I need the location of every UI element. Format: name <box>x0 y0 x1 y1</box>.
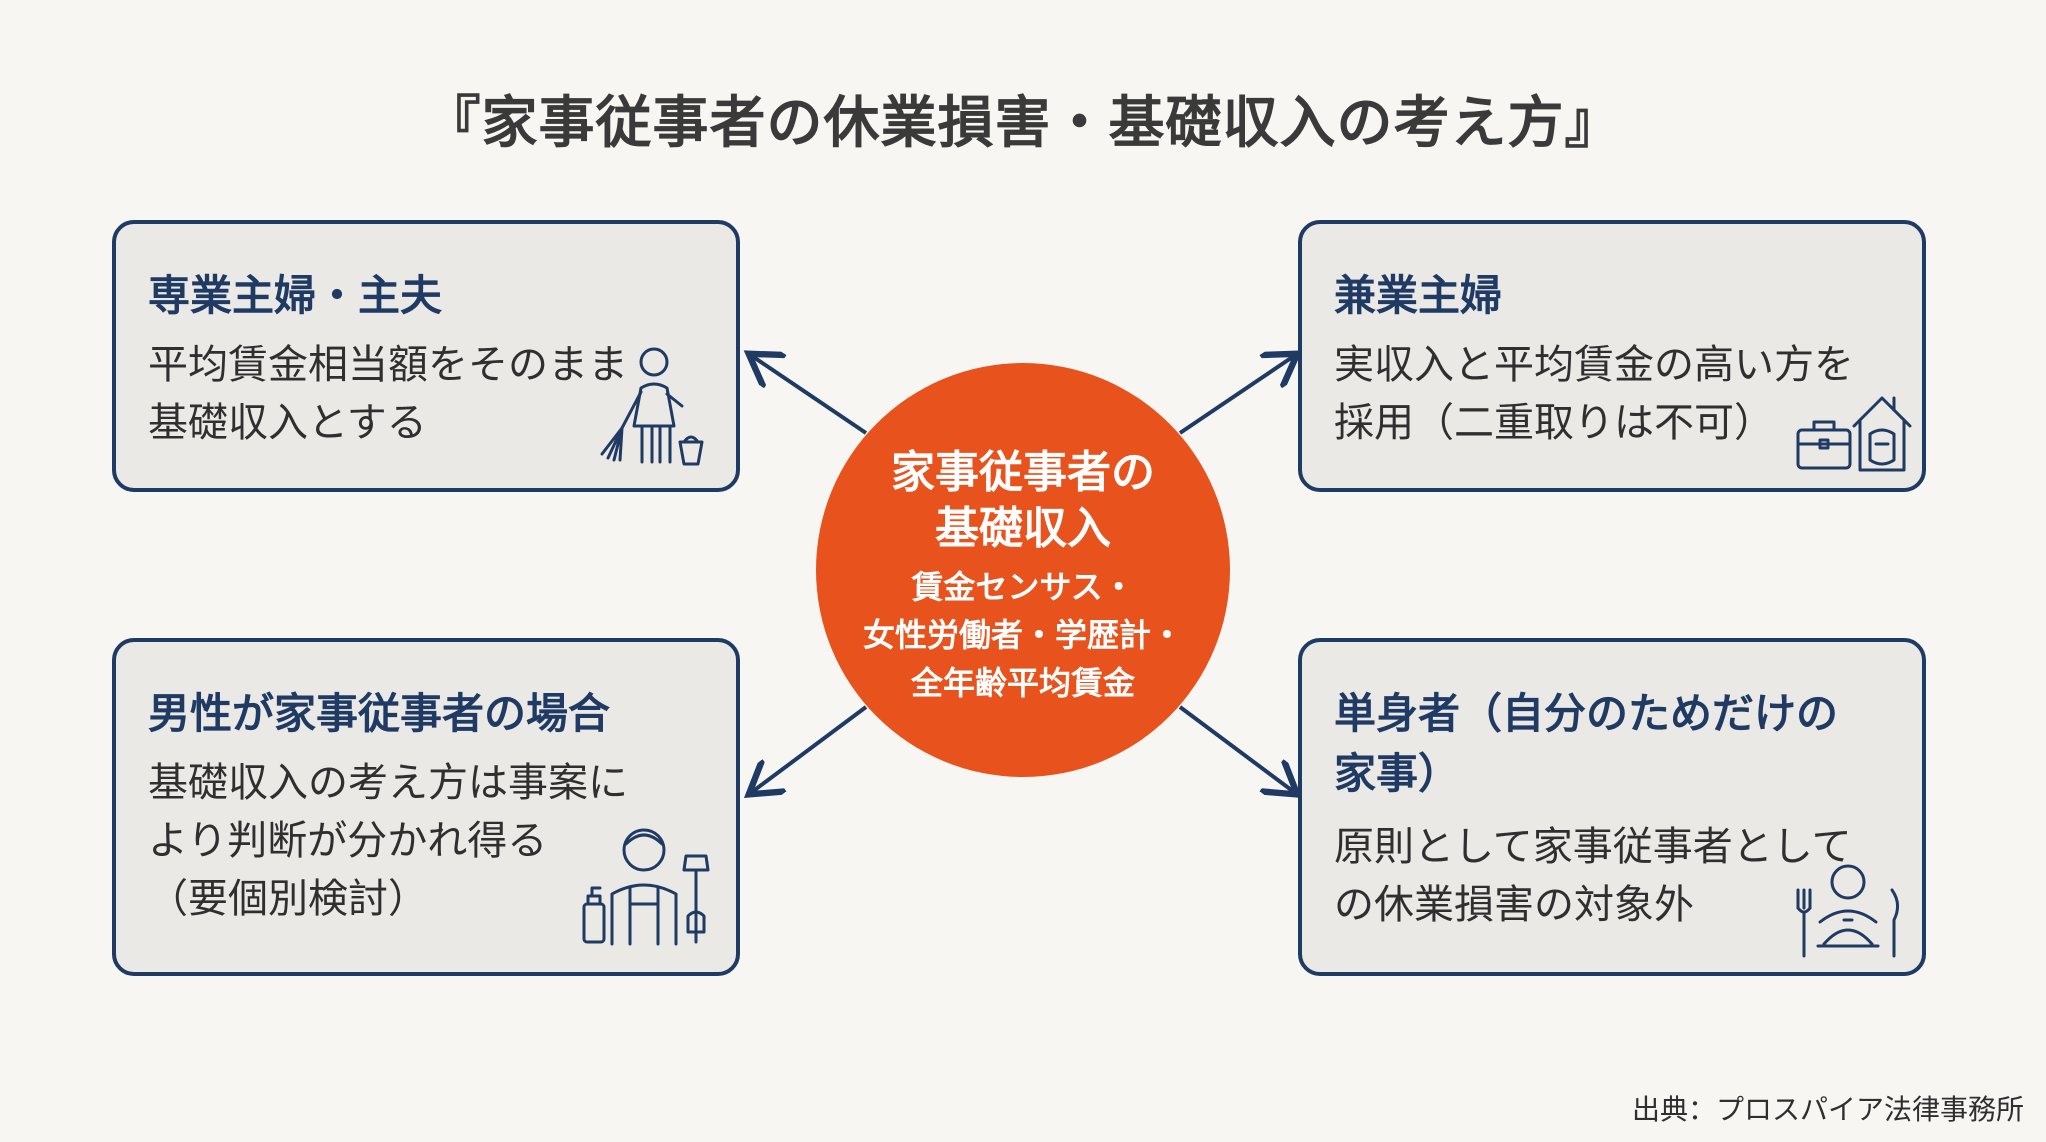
arrow-bottom-right <box>1178 705 1294 792</box>
briefcase-house-icon <box>1796 396 1912 472</box>
center-sub-line: 全年齢平均賃金 <box>910 664 1135 702</box>
box-body: 実収入と平均賃金の高い方を 採用（二重取りは不可） <box>1334 336 1854 452</box>
center-title: 家事従事者の 基礎収入 <box>816 445 1230 557</box>
box-body-line: 基礎収入の考え方は事案に <box>148 760 628 806</box>
person-meal-icon <box>1796 864 1899 958</box>
box-title: 単身者（自分のためだけの 家事） <box>1334 684 1838 804</box>
center-title-line: 家事従事者の <box>891 447 1155 498</box>
box-working-homemaker: 兼業主婦 実収入と平均賃金の高い方を 採用（二重取りは不可） <box>1298 220 1926 492</box>
box-body-line: より判断が分かれ得る <box>148 818 548 864</box>
center-title-line: 基礎収入 <box>935 503 1111 554</box>
box-body-line: 原則として家事従事者として <box>1334 824 1852 870</box>
box-title-line: 単身者（自分のためだけの <box>1334 689 1839 738</box>
box-male-homemaker: 男性が家事従事者の場合 基礎収入の考え方は事案に より判断が分かれ得る （要個別… <box>112 638 740 976</box>
box-body-line: 基礎収入とする <box>148 400 427 446</box>
box-title-line: 家事） <box>1334 749 1461 798</box>
housewife-cleaning-icon <box>600 347 704 466</box>
arrow-bottom-left <box>752 705 868 792</box>
box-full-time-homemaker: 専業主婦・主夫 平均賃金相当額をそのまま 基礎収入とする <box>112 220 740 492</box>
page-title: 『家事従事者の休業損害・基礎収入の考え方』 <box>424 91 1622 156</box>
box-body-line: 実収入と平均賃金の高い方を <box>1334 342 1854 388</box>
box-body-line: （要個別検討） <box>148 876 428 922</box>
box-title: 男性が家事従事者の場合 <box>148 689 611 738</box>
center-basic-income-circle: 家事従事者の 基礎収入 賃金センサス・ 女性労働者・学歴計・ 全年齢平均賃金 <box>816 363 1230 777</box>
center-sub-line: 賃金センサス・ <box>911 568 1135 606</box>
box-body: 基礎収入の考え方は事案に より判断が分かれ得る （要個別検討） <box>148 754 628 928</box>
box-single-person: 単身者（自分のためだけの 家事） 原則として家事従事者として の休業損害の対象外 <box>1298 638 1926 976</box>
box-title: 兼業主婦 <box>1334 271 1503 320</box>
center-subtitle: 賃金センサス・ 女性労働者・学歴計・ 全年齢平均賃金 <box>816 563 1230 707</box>
center-sub-line: 女性労働者・学歴計・ <box>862 616 1183 654</box>
box-body: 平均賃金相当額をそのまま 基礎収入とする <box>148 336 628 452</box>
arrow-top-left <box>752 356 868 435</box>
box-body-line: の休業損害の対象外 <box>1334 882 1694 928</box>
source-credit: 出典：プロスパイア法律事務所 <box>1631 1093 2024 1126</box>
box-body-line: 採用（二重取りは不可） <box>1334 400 1774 446</box>
box-body: 原則として家事従事者として の休業損害の対象外 <box>1334 818 1852 934</box>
arrow-top-right <box>1178 356 1294 435</box>
box-title: 専業主婦・主夫 <box>148 271 443 320</box>
man-cleaning-icon <box>582 828 710 946</box>
box-body-line: 平均賃金相当額をそのまま <box>148 342 628 388</box>
